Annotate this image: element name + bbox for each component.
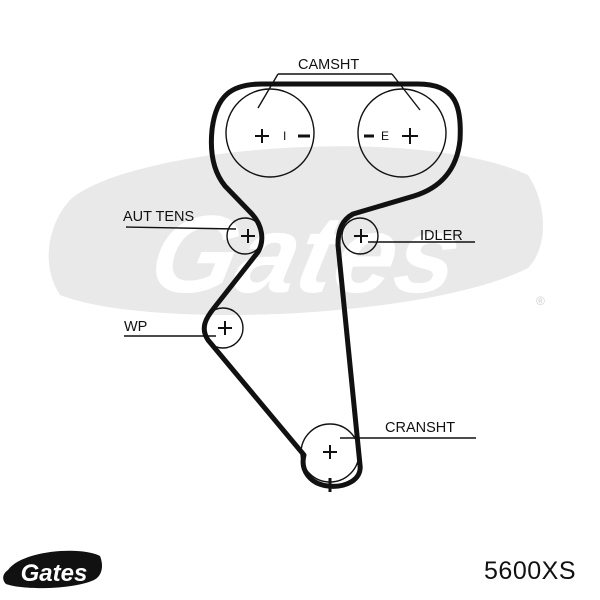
part-number: 5600XS — [484, 557, 576, 585]
auto-tensioner-label: AUT TENS — [123, 209, 194, 225]
gates-logo: Gates — [3, 550, 102, 589]
camshaft-intake-pulley: I — [225, 88, 315, 178]
idler-label: IDLER — [420, 228, 463, 244]
water-pump-label: WP — [124, 319, 147, 335]
camshaft-label-group: CAMSHT — [257, 57, 421, 111]
camshaft-label: CAMSHT — [298, 57, 359, 73]
watermark-registered-mark: ® — [536, 294, 545, 308]
timing-belt — [201, 81, 463, 489]
idler-pulley — [341, 217, 379, 255]
watermark-text: Gates — [140, 192, 472, 316]
crankshaft-pulley — [300, 423, 360, 492]
gates-logo-text: Gates — [21, 560, 88, 587]
camshaft-exhaust-pulley: E — [357, 88, 447, 178]
gates-watermark: Gates ® — [48, 146, 545, 316]
crankshaft-label: CRANSHT — [385, 420, 455, 436]
auto-tensioner-pulley — [226, 217, 264, 255]
water-pump-pulley — [202, 307, 244, 349]
intake-mark: I — [283, 129, 286, 143]
exhaust-mark: E — [381, 129, 389, 143]
